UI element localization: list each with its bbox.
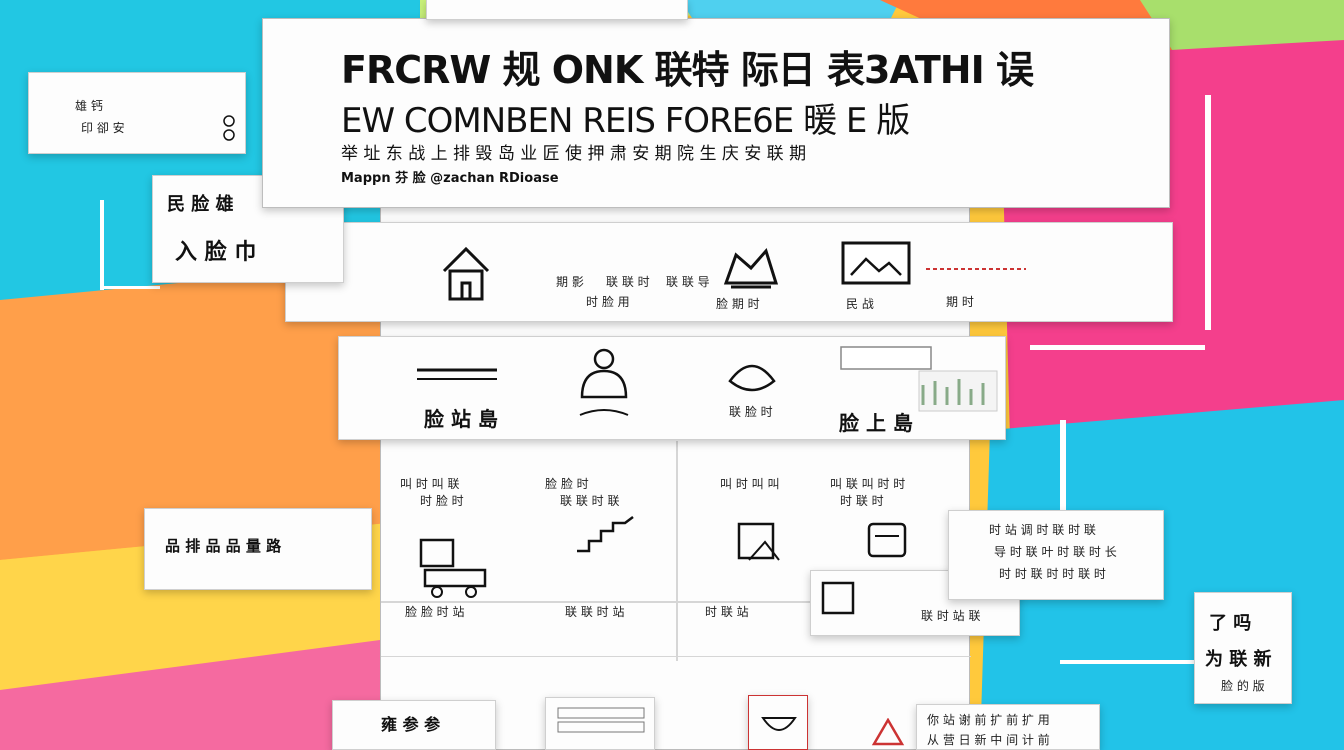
connector-line	[1060, 660, 1200, 664]
person-icon	[579, 348, 629, 416]
side-card-text: 导 时 联 叶 时 联 时 长	[994, 545, 1117, 559]
diagram-row-2: 脸 站 島 联 脸 时 脸 上 島	[338, 336, 1006, 440]
row1-label: 联 联 时	[606, 275, 650, 289]
truck-icon	[419, 538, 487, 598]
side-card-left-mid: 品 排 品 品 量 路	[144, 508, 372, 590]
chip-label: 联 时 站 联	[921, 609, 981, 623]
bottom-tile	[748, 695, 808, 750]
row3-label: 脸 脸 时	[545, 477, 589, 491]
side-card-text: 印 卻 安	[81, 121, 125, 135]
side-card-text: 时 站 调 时 联 时 联	[989, 523, 1096, 537]
row1-sub: 期 时	[946, 295, 974, 309]
grid-divider	[676, 441, 678, 661]
header-card: FRCRW 规 ONK 联特 际日 表3ATHI 误 EW COMNBEN RE…	[262, 18, 1170, 208]
frame-icon	[737, 522, 780, 561]
tile-sub: 脸 的 版	[1221, 679, 1265, 693]
side-card-text: 时 时 联 时 时 联 时	[999, 567, 1106, 581]
bowl-icon	[761, 717, 797, 731]
row3-sub: 时 联 时	[840, 494, 884, 508]
row3-label: 叫 时 叫 叫	[720, 477, 780, 491]
bg-pink-bottom-left	[0, 640, 380, 750]
printer-icon	[867, 522, 907, 558]
side-card-text: 入 脸 巾	[175, 240, 257, 265]
tile-top-text: 了 吗	[1209, 613, 1252, 634]
side-tile-right: 了 吗 为 联 新 脸 的 版	[1194, 592, 1292, 704]
row1-label: 期 影	[556, 275, 584, 289]
side-card-text: 雍 参 参	[381, 715, 441, 734]
timeline-line	[926, 268, 1026, 270]
diagram-row-1: 期 影 联 联 时 联 联 导 时 脸 用 脸 期 时 民 战 期 时	[285, 222, 1173, 322]
side-card-left-bottom: 雍 参 参	[332, 700, 496, 750]
bg-orange-band	[0, 260, 420, 560]
row4-label: 脸 脸 时 站	[405, 605, 465, 619]
box-icon	[821, 581, 855, 615]
row3-sub: 联 联 时 联	[560, 494, 620, 508]
chart-thumbnail-icon	[840, 346, 998, 412]
connector-line	[1060, 420, 1066, 510]
connector-line	[1030, 345, 1205, 350]
bottom-tile	[545, 697, 655, 750]
side-card-right-bottom: 你 站 谢 前 扩 前 扩 用 从 营 日 新 中 间 计 前	[916, 704, 1100, 750]
stairs-icon	[577, 516, 634, 553]
byline: Mappn 芬 脸 @zachan RDioase	[341, 171, 559, 186]
row2-big-label: 脸 站 島	[424, 407, 498, 431]
side-card-text: 雄 钙	[75, 99, 103, 113]
connector-line	[100, 286, 160, 289]
page-title-line2: EW COMNBEN REIS FORE6E 暖 E 版	[341, 101, 910, 141]
side-card-text: 从 营 日 新 中 间 计 前	[927, 733, 1050, 747]
hand-icon	[728, 364, 776, 392]
row1-label: 脸 期 时	[716, 297, 760, 311]
row4-label: 时 联 站	[705, 605, 749, 619]
row2-big-label: 脸 上 島	[839, 411, 913, 435]
page-title: FRCRW 规 ONK 联特 际日 表3ATHI 误	[341, 48, 1034, 92]
row3-label: 叫 时 叫 联	[400, 477, 460, 491]
row4-label: 联 联 时 站	[565, 605, 625, 619]
row1-sub: 时 脸 用	[586, 295, 630, 309]
subtitle: 举 址 东 战 上 排 毁 岛 业 匠 使 押 肃 安 期 院 生 庆 安 联 …	[341, 144, 807, 164]
picture-frame-icon	[841, 241, 911, 285]
tile-label: 为 联 新	[1205, 649, 1272, 670]
connector-line	[1205, 95, 1211, 330]
side-card-text: 民 脸 雄	[167, 194, 234, 215]
row1-label: 民 战	[846, 297, 874, 311]
row2-label: 联 脸 时	[729, 405, 773, 419]
tree-icon	[871, 718, 905, 746]
building-icon	[723, 248, 779, 289]
tools-icon	[557, 707, 645, 733]
connector-line	[100, 200, 104, 290]
row3-label: 叫 联 叫 时 时	[830, 477, 906, 491]
knot-icon	[223, 115, 235, 141]
side-card-right-mid: 时 站 调 时 联 时 联 导 时 联 叶 时 联 时 长 时 时 联 时 时 …	[948, 510, 1164, 600]
side-card-text: 你 站 谢 前 扩 前 扩 用	[927, 713, 1050, 727]
row3-sub: 时 脸 时	[420, 494, 464, 508]
document-icon	[417, 368, 497, 380]
side-card-top-left: 雄 钙 印 卻 安	[28, 72, 246, 154]
side-card-text: 品 排 品 品 量 路	[165, 537, 282, 555]
house-icon	[442, 246, 490, 301]
row1-label: 联 联 导	[666, 275, 710, 289]
top-tab	[426, 0, 688, 20]
